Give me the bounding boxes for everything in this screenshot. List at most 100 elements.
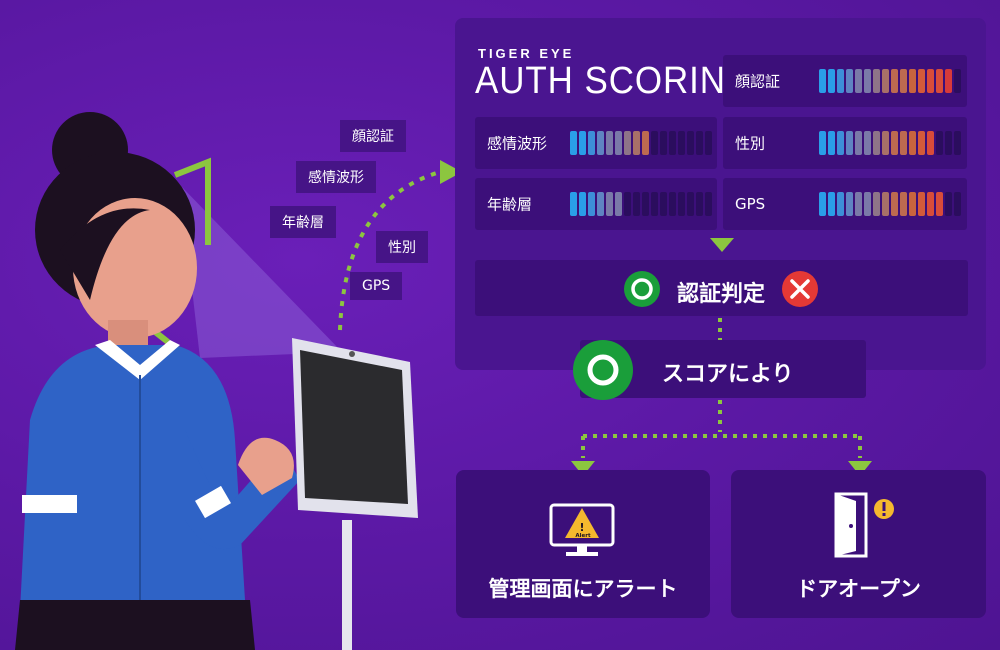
meter-segment (696, 192, 703, 216)
meter-segment (819, 192, 826, 216)
down-arrow-to-judgement (710, 238, 734, 252)
skirt (15, 600, 255, 650)
meter-segment (909, 131, 916, 155)
left-cuff (22, 495, 77, 513)
meter-segment (651, 192, 658, 216)
meter-segment (873, 69, 880, 93)
meter-segment (669, 192, 676, 216)
meter-segment (687, 131, 694, 155)
brand-small: TIGER EYE (478, 46, 575, 61)
judgement-row (475, 260, 968, 316)
meter-segment (909, 192, 916, 216)
score-card-face: 顔認証 (723, 55, 967, 107)
meter-segment (954, 192, 961, 216)
meter-segment (624, 131, 631, 155)
door-outcome-label: ドアオープン (796, 577, 921, 601)
meter-segment (828, 131, 835, 155)
meter-segment (828, 69, 835, 93)
meter-segment (579, 192, 586, 216)
score-card-label: 感情波形 (487, 134, 548, 153)
ng-cross (790, 279, 810, 299)
ok-circle-icon (624, 271, 660, 307)
meter-segment (615, 192, 622, 216)
meter-segment (660, 192, 667, 216)
arrow-to-door (848, 461, 872, 476)
meter-segment (633, 192, 640, 216)
side-tag-age: 年齢層 (270, 206, 336, 238)
monitor-alert-icon: ! Alert (549, 503, 615, 556)
meter-segment (891, 131, 898, 155)
meter-segment (570, 192, 577, 216)
meter-segment (570, 131, 577, 155)
meter-segment (669, 131, 676, 155)
meter-segment (597, 192, 604, 216)
meter-segment (606, 131, 613, 155)
score-card-age: 年齢層 (475, 178, 717, 230)
meter-segment (936, 192, 943, 216)
judgement-label: 認証判定 (677, 282, 766, 307)
hand (238, 437, 294, 495)
ok-big-ring (587, 354, 619, 386)
camera-cone (180, 185, 342, 358)
meter-segment (864, 131, 871, 155)
ok-big-circle-icon (573, 340, 633, 400)
score-result-label: スコアにより (662, 362, 794, 387)
meter-segment (846, 192, 853, 216)
meter-segment (597, 131, 604, 155)
meter-segment (678, 131, 685, 155)
score-card-label: 年齢層 (487, 195, 533, 214)
meter-segment (837, 192, 844, 216)
meter-segment (900, 69, 907, 93)
cuff (195, 485, 231, 519)
meter-segment (954, 69, 961, 93)
score-card-label: 性別 (735, 134, 766, 153)
face-scan-bracket-top (173, 157, 211, 245)
meter-segment (696, 131, 703, 155)
meter-segment (882, 131, 889, 155)
meter-segment (705, 131, 712, 155)
collar (95, 340, 180, 380)
meter-segment (837, 69, 844, 93)
meter-segment (882, 192, 889, 216)
meter-segment (936, 69, 943, 93)
ok-ring (631, 278, 653, 300)
score-meter (819, 69, 961, 93)
meter-segment (954, 131, 961, 155)
meter-segment (918, 192, 925, 216)
meter-segment (633, 131, 640, 155)
meter-segment (615, 131, 622, 155)
meter-segment (927, 192, 934, 216)
hair-fringe (60, 208, 150, 300)
meter-segment (873, 192, 880, 216)
meter-segment (579, 131, 586, 155)
meter-segment (642, 131, 649, 155)
score-card-label: 顔認証 (735, 72, 781, 91)
kiosk-pole (342, 520, 352, 650)
meter-segment (900, 192, 907, 216)
meter-segment (936, 131, 943, 155)
sleeve (185, 430, 300, 550)
meter-segment (819, 131, 826, 155)
meter-segment (687, 192, 694, 216)
data-flow-arrowhead (440, 160, 462, 184)
score-card-gps: GPS (723, 178, 967, 230)
score-meter (570, 131, 712, 155)
score-meter (819, 192, 961, 216)
meter-segment (855, 69, 862, 93)
kiosk-camera-icon (349, 351, 355, 357)
meter-segment (918, 131, 925, 155)
meter-segment (873, 131, 880, 155)
side-tag-emotion: 感情波形 (296, 161, 376, 193)
meter-segment (846, 131, 853, 155)
meter-segment (900, 131, 907, 155)
brand-title: AUTH SCORING (475, 60, 755, 102)
score-card-label: GPS (735, 195, 766, 213)
alert-icon-text: Alert (575, 533, 591, 539)
meter-segment (927, 69, 934, 93)
meter-segment (882, 69, 889, 93)
